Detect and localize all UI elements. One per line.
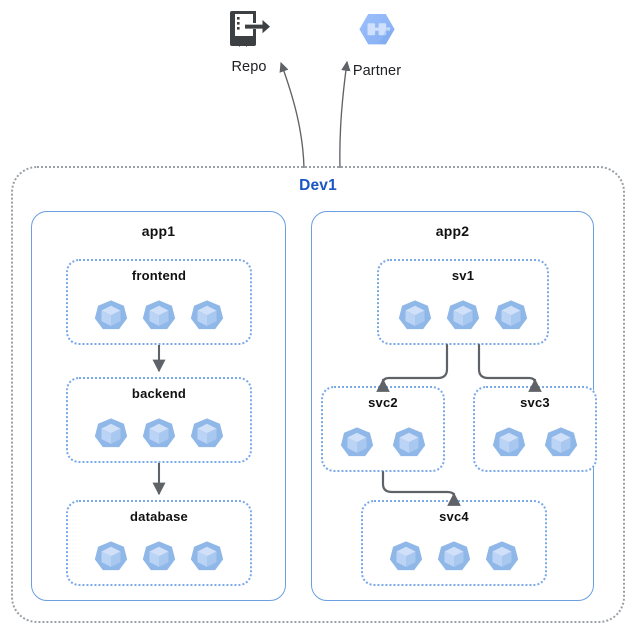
pod-row-svc4 <box>363 532 545 584</box>
zone-dev1-label: Dev1 <box>299 177 337 194</box>
pod-group-backend[interactable]: backend <box>66 377 252 463</box>
pod-group-database-label: database <box>130 509 188 524</box>
pod-icon <box>94 541 128 571</box>
pod-group-database[interactable]: database <box>66 500 252 586</box>
external-node-repo-label: Repo <box>231 59 267 75</box>
pod-icon <box>544 427 578 457</box>
pod-icon <box>142 418 176 448</box>
pod-icon <box>94 300 128 330</box>
pod-icon <box>437 541 471 571</box>
pod-group-frontend-label: frontend <box>131 268 187 283</box>
pod-icon <box>392 427 426 457</box>
pod-icon <box>398 300 432 330</box>
pod-group-svc2[interactable]: svc2 <box>321 386 445 472</box>
pod-icon <box>94 418 128 448</box>
zone-dev1-boundary[interactable] <box>11 166 625 623</box>
connector-dev1-to-repo <box>279 61 305 169</box>
connector-dev1-to-partner <box>339 60 351 169</box>
pod-icon <box>492 427 526 457</box>
external-node-repo[interactable]: Repo <box>226 8 272 75</box>
pod-group-svc3[interactable]: svc3 <box>473 386 597 472</box>
pod-icon <box>446 300 480 330</box>
app-box-app1-label: app1 <box>141 223 176 239</box>
pod-row-svc3 <box>475 418 595 470</box>
repository-export-icon <box>226 8 272 54</box>
pod-row-database <box>68 532 250 584</box>
external-node-partner[interactable]: Partner <box>352 8 402 79</box>
pod-icon <box>190 418 224 448</box>
pod-row-frontend <box>68 291 250 343</box>
pod-row-backend <box>68 409 250 461</box>
pod-group-sv1-label: sv1 <box>451 268 475 283</box>
pod-icon <box>142 300 176 330</box>
pod-icon <box>142 541 176 571</box>
pod-icon <box>494 300 528 330</box>
pod-icon <box>190 541 224 571</box>
pod-group-backend-label: backend <box>131 386 187 401</box>
pod-icon <box>340 427 374 457</box>
pod-group-frontend[interactable]: frontend <box>66 259 252 345</box>
pod-icon <box>485 541 519 571</box>
pod-group-svc2-label: svc2 <box>368 395 398 410</box>
external-node-partner-label: Partner <box>352 63 402 79</box>
partner-hexagon-icon <box>352 8 402 58</box>
app-box-app2-label: app2 <box>435 223 470 239</box>
pod-group-sv1[interactable]: sv1 <box>377 259 549 345</box>
pod-group-svc4[interactable]: svc4 <box>361 500 547 586</box>
pod-icon <box>389 541 423 571</box>
pod-icon <box>190 300 224 330</box>
pod-row-svc2 <box>323 418 443 470</box>
pod-group-svc3-label: svc3 <box>520 395 550 410</box>
pod-row-sv1 <box>379 291 547 343</box>
pod-group-svc4-label: svc4 <box>439 509 469 524</box>
